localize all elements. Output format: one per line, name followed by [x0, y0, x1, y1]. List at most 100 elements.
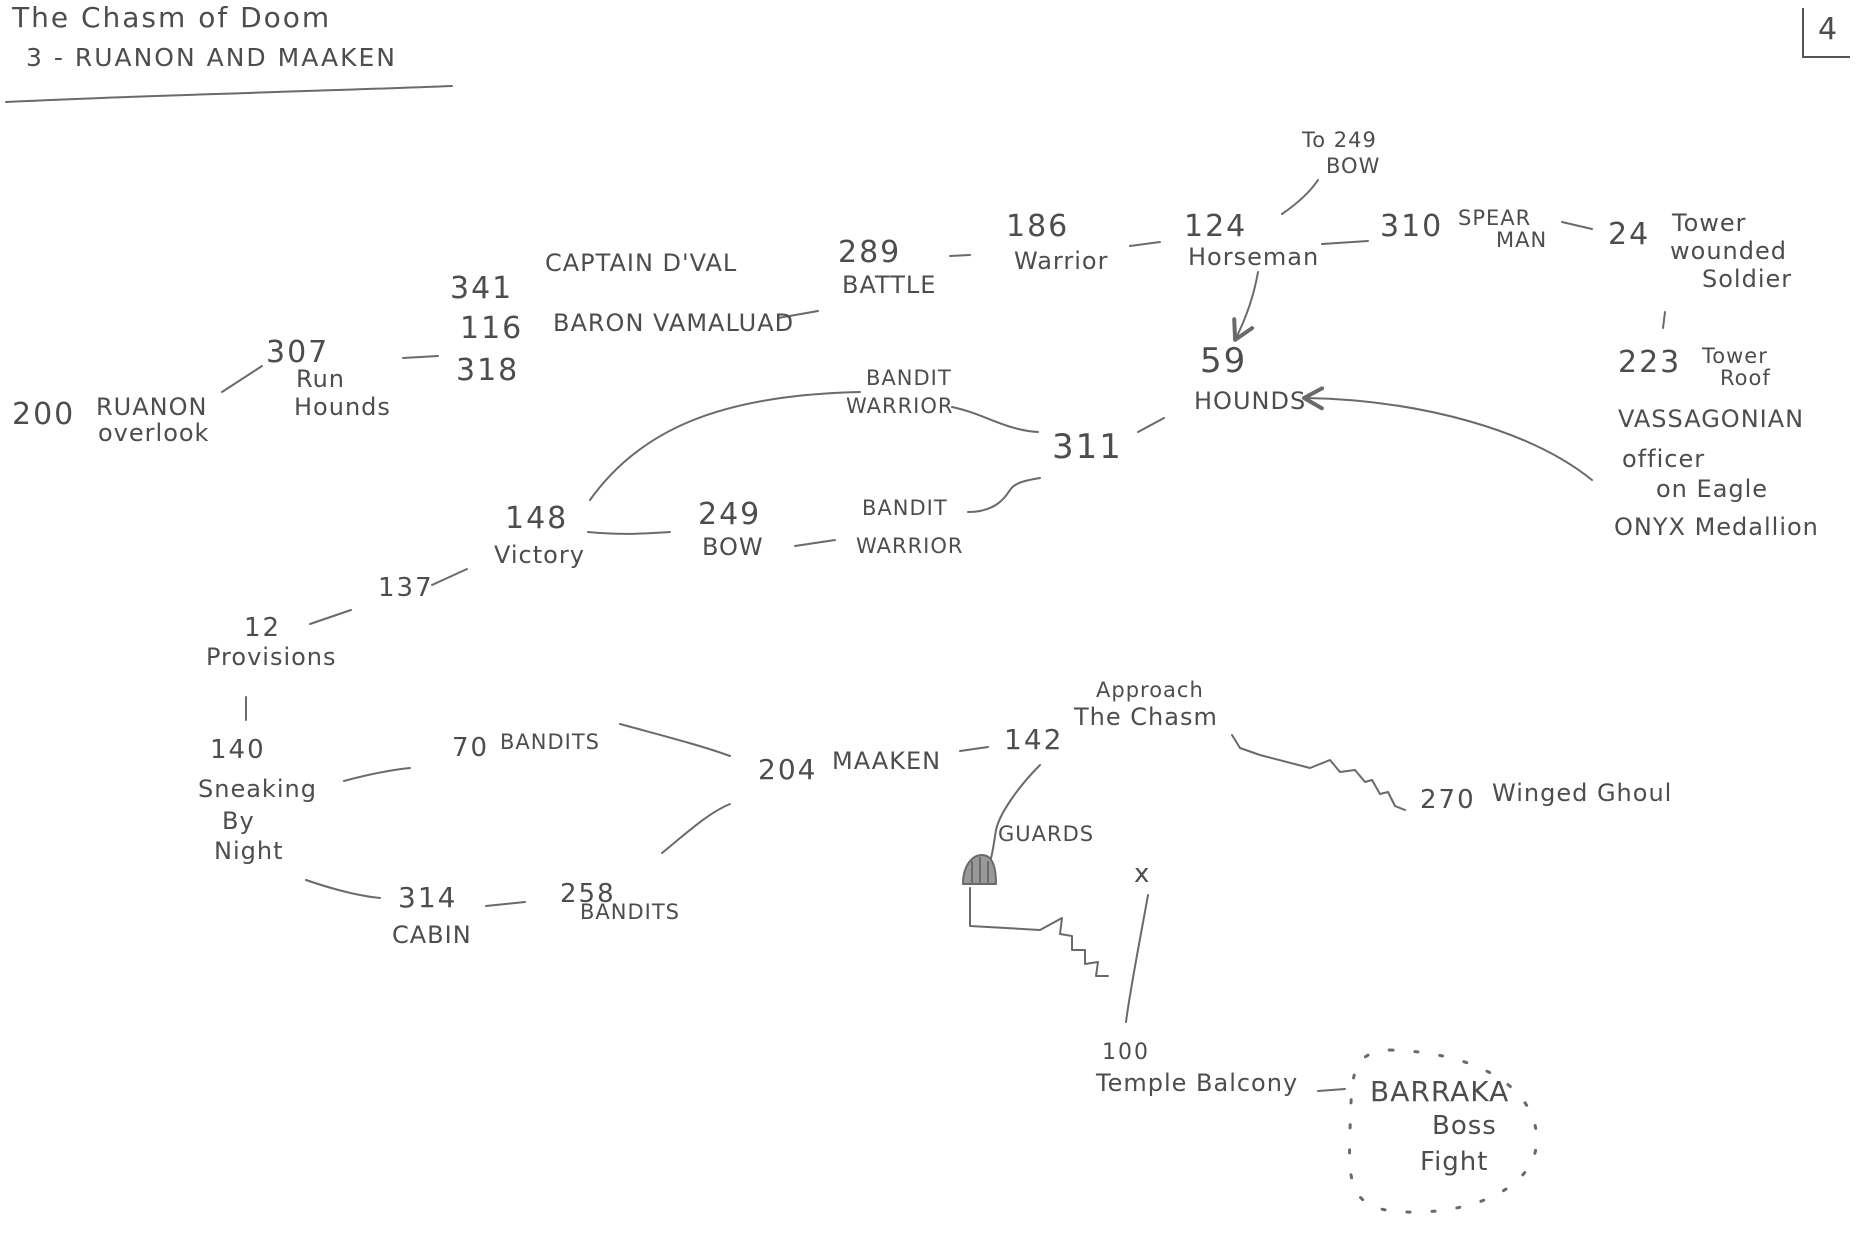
label-victory: Victory	[494, 541, 585, 569]
node-124: 124	[1184, 209, 1248, 244]
node-341: 341	[450, 271, 514, 306]
label-roof: Roof	[1720, 366, 1771, 390]
label-warrior-2: WARRIOR	[856, 534, 964, 558]
label-overlook: overlook	[98, 419, 210, 447]
edge-guards-zigzag	[969, 887, 1109, 977]
edge-200-307	[221, 365, 263, 393]
edge-311-59	[1137, 417, 1165, 433]
label-guards: GUARDS	[998, 822, 1095, 846]
node-142: 142	[1004, 723, 1064, 756]
label-hounds-center: HOUNDS	[1194, 387, 1307, 415]
label-boss: Boss	[1432, 1111, 1497, 1141]
diagram-title-line2: 3 - RUANON AND MAAKEN	[26, 43, 397, 72]
label-bow: BOW	[702, 533, 764, 561]
node-270: 270	[1420, 785, 1476, 815]
label-night: Night	[214, 837, 284, 865]
edge-249-bandit2	[794, 539, 836, 547]
label-cabin: CABIN	[392, 921, 472, 949]
marker-x: x	[1134, 859, 1151, 889]
page-number-box: 4	[1802, 8, 1850, 58]
node-258: 258	[560, 879, 616, 909]
edge-148-249	[587, 531, 671, 535]
edge-140-314	[305, 879, 381, 899]
edge-spearman-24	[1561, 221, 1593, 230]
edge-148-bandit1	[589, 391, 861, 501]
node-70: 70	[452, 733, 490, 763]
node-249: 249	[698, 497, 762, 532]
label-captain-dval: CAPTAIN D'VAL	[545, 249, 738, 277]
page-number: 4	[1818, 12, 1838, 47]
label-warrior: Warrior	[1014, 247, 1109, 275]
node-12: 12	[244, 613, 282, 643]
label-onyx-medallion: ONYX Medallion	[1614, 513, 1819, 541]
label-provisions: Provisions	[206, 643, 337, 671]
label-sneaking: Sneaking	[198, 775, 317, 803]
node-314: 314	[398, 881, 458, 914]
label-temple-balcony: Temple Balcony	[1096, 1069, 1299, 1097]
label-tower-2: Tower	[1702, 344, 1768, 368]
edge-307-318	[402, 355, 439, 359]
node-148: 148	[505, 501, 569, 536]
edge-140-70	[343, 767, 411, 782]
node-140: 140	[210, 735, 266, 765]
label-winged-ghoul: Winged Ghoul	[1492, 779, 1673, 807]
node-186: 186	[1006, 209, 1070, 244]
label-warrior-1: WARRIOR	[846, 394, 954, 418]
label-man: MAN	[1496, 228, 1548, 252]
label-wounded: wounded	[1670, 237, 1787, 265]
edge-vassagonian-59	[1302, 386, 1593, 481]
edge-12-137	[309, 609, 352, 625]
label-battle: BATTLE	[842, 271, 937, 299]
edge-124-59	[1232, 271, 1259, 342]
title-underline	[5, 85, 453, 103]
node-223: 223	[1618, 345, 1682, 380]
diagram-title-line1: The Chasm of Doom	[12, 1, 332, 34]
edge-temple-barraka	[1317, 1088, 1346, 1092]
edge-124-310	[1321, 240, 1369, 245]
label-bow-top: BOW	[1326, 154, 1381, 178]
edge-186-124	[1129, 241, 1161, 247]
edge-142-guards	[989, 764, 1041, 863]
label-horseman: Horseman	[1188, 243, 1320, 271]
edge-204-142	[959, 746, 989, 752]
edge-137-148	[431, 568, 468, 586]
label-bandits-2: BANDITS	[580, 900, 681, 924]
label-fight: Fight	[1420, 1147, 1489, 1177]
label-bandit-1: BANDIT	[866, 366, 952, 390]
label-officer: officer	[1622, 445, 1706, 473]
edge-baron-289	[777, 310, 819, 319]
boss-fight-ring	[1348, 1048, 1539, 1214]
node-116: 116	[460, 311, 524, 346]
node-318: 318	[456, 353, 520, 388]
node-24: 24	[1608, 217, 1651, 252]
label-spear: SPEAR	[1458, 206, 1532, 230]
label-to-249: To 249	[1302, 128, 1377, 152]
node-289: 289	[838, 235, 902, 270]
edge-24-223	[1662, 311, 1666, 329]
node-307: 307	[266, 335, 330, 370]
label-maaken: MAAKEN	[832, 747, 942, 775]
node-204: 204	[758, 753, 818, 786]
label-hounds-left: Hounds	[294, 393, 391, 421]
edge-chasm-270	[1231, 734, 1406, 811]
node-311: 311	[1052, 427, 1123, 467]
edge-258-204	[661, 803, 731, 854]
node-137: 137	[378, 573, 434, 603]
node-200: 200	[12, 397, 76, 432]
label-run: Run	[296, 365, 346, 393]
label-approach: Approach	[1096, 678, 1204, 702]
label-on-eagle: on Eagle	[1656, 475, 1769, 503]
node-100: 100	[1102, 1040, 1150, 1065]
label-by: By	[222, 807, 255, 835]
edge-x-100	[1125, 894, 1149, 1023]
label-bandit-2: BANDIT	[862, 496, 948, 520]
edge-289-186	[949, 254, 971, 257]
label-bandits-1: BANDITS	[500, 730, 601, 754]
label-barraka: BARRAKA	[1370, 1075, 1510, 1108]
label-baron: BARON VAMALUAD	[553, 309, 795, 337]
label-tower-1: Tower	[1672, 209, 1747, 237]
edge-314-258	[485, 901, 526, 907]
edge-bandit2-311	[967, 477, 1041, 513]
